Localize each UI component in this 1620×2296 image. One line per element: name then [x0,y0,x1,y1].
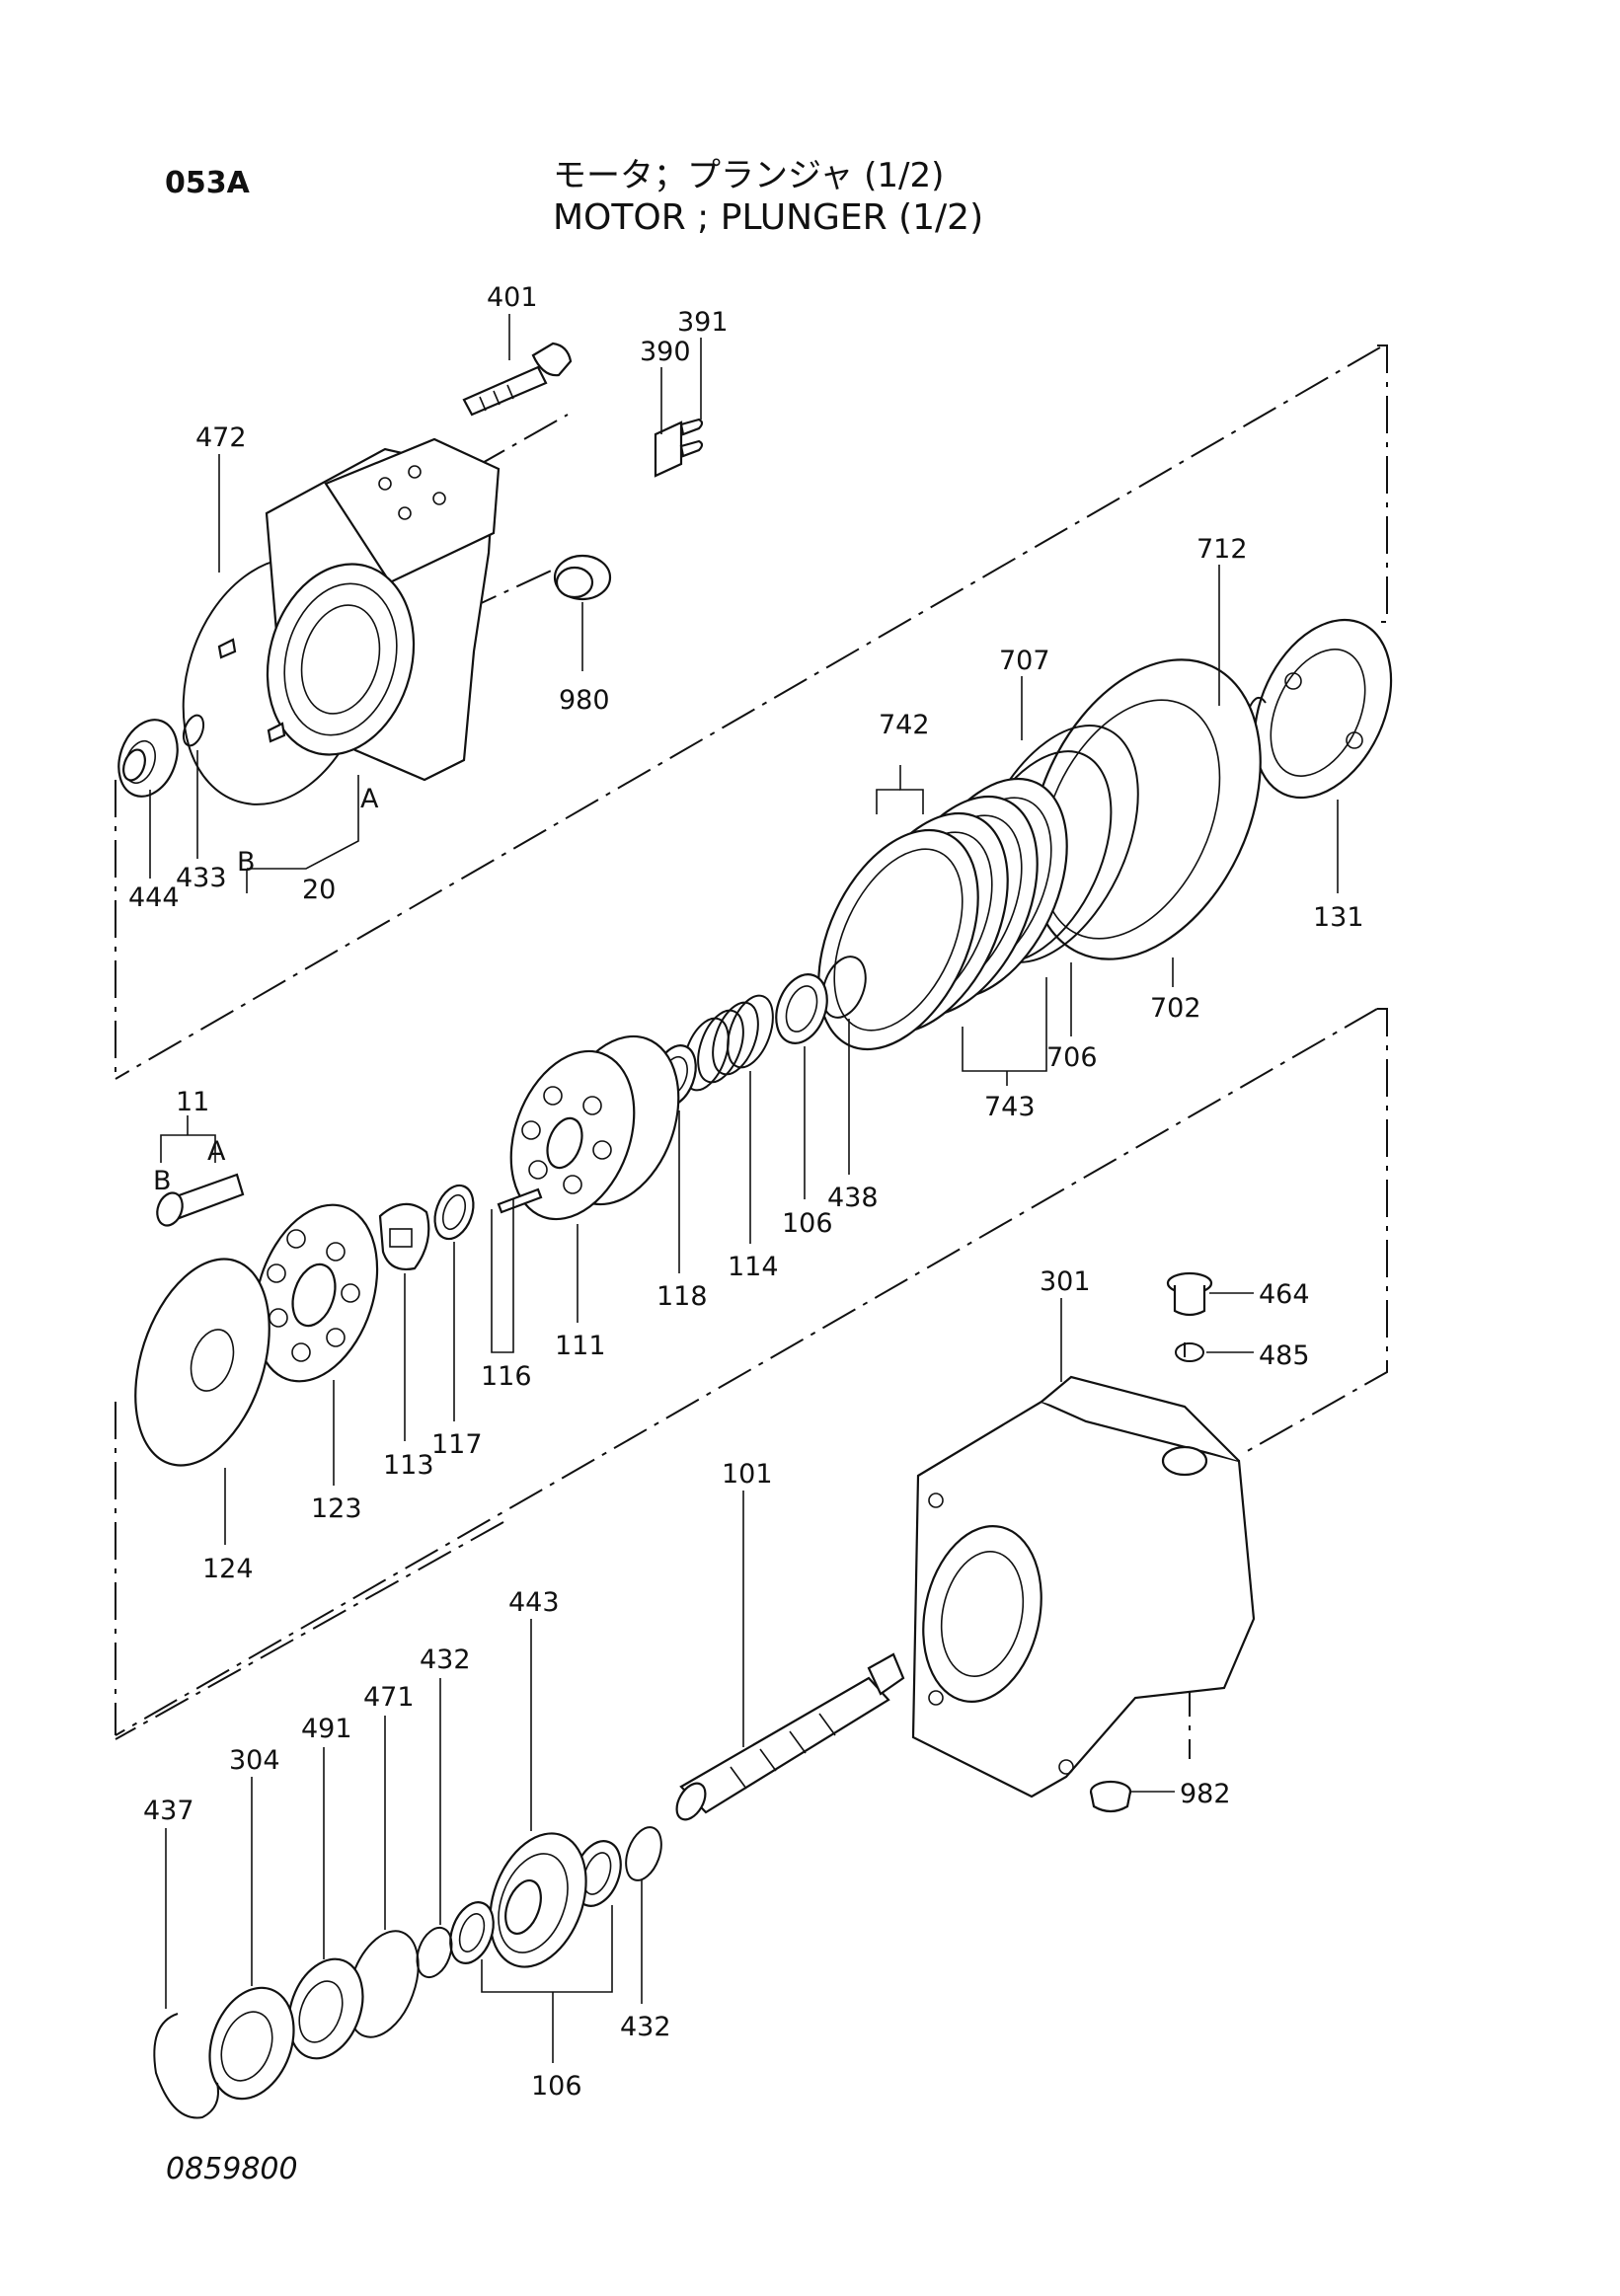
plug-464 [1166,1271,1213,1317]
label-743: 743 [984,1092,1036,1122]
piston-702 [1029,658,1262,960]
housing-301 [911,1375,1256,1799]
snap-ring-432-outer [625,1826,662,1881]
label-982: 982 [1180,1779,1231,1809]
label-b-piston: B [153,1166,172,1196]
part-labels: 401 391 390 472 712 980 707 742 A 433 B … [128,282,1364,2102]
pin-116 [497,1187,543,1214]
label-b-housing: B [237,847,256,878]
label-117: 117 [431,1429,483,1460]
plug-982 [1089,1780,1132,1813]
label-491: 491 [301,1714,352,1744]
snap-ring-438 [821,956,867,1019]
swash-plate-124 [134,1258,270,1467]
oil-seal-491 [287,1957,364,2060]
bearing-304 [208,1986,295,2101]
shaft-101 [675,1652,905,1821]
label-438: 438 [827,1183,879,1213]
label-702: 702 [1150,993,1201,1024]
label-706: 706 [1046,1042,1098,1073]
label-118: 118 [656,1281,708,1312]
bushing-113 [378,1202,430,1270]
label-472: 472 [195,422,247,453]
label-131: 131 [1313,902,1364,933]
label-20: 20 [302,875,336,905]
label-432-upper: 432 [420,1645,471,1675]
label-301: 301 [1040,1266,1091,1297]
housing-20 [217,437,501,782]
plug-980 [553,554,612,601]
bearing-443 [489,1832,587,1968]
snap-ring-437 [153,2013,219,2119]
piston-11 [156,1173,245,1227]
label-401: 401 [487,282,538,313]
snap-ring-433 [182,714,205,747]
diagram-code: 053A [165,166,250,200]
label-980: 980 [559,685,610,716]
label-106-lower: 106 [531,2071,582,2102]
label-433: 433 [176,863,227,893]
label-390: 390 [640,337,691,367]
label-742: 742 [879,710,930,740]
leader-lines [149,314,1339,2063]
label-124: 124 [202,1554,254,1584]
label-443: 443 [508,1587,560,1618]
snap-ring-432-inner [416,1926,453,1979]
label-a-piston: A [207,1136,226,1167]
retainer-plate-123 [253,1203,379,1383]
label-304: 304 [229,1745,280,1776]
label-a-housing: A [360,784,379,814]
label-113: 113 [383,1450,434,1481]
label-106-upper: 106 [782,1208,833,1239]
washer-117 [433,1184,475,1241]
label-391: 391 [677,307,729,338]
bearing-444 [117,719,179,798]
label-437: 437 [143,1796,194,1826]
label-11: 11 [176,1087,209,1117]
label-471: 471 [363,1682,415,1713]
label-485: 485 [1259,1340,1310,1371]
label-432-lower: 432 [620,2012,671,2042]
label-114: 114 [728,1252,779,1282]
title-english: MOTOR ; PLUNGER (1/2) [553,197,984,238]
spacer-106-inner [449,1901,495,1964]
label-707: 707 [999,646,1050,676]
label-101: 101 [722,1459,773,1490]
label-123: 123 [311,1493,362,1524]
assembly-boundary-lines [115,344,1388,1759]
label-111: 111 [555,1331,606,1361]
label-712: 712 [1196,534,1248,565]
title-japanese: モータ；プランジャ (1/2) [553,156,945,195]
friction-plates-742-743 [817,777,1068,1051]
label-444: 444 [128,882,180,913]
label-464: 464 [1259,1279,1310,1310]
plate-131 [1253,618,1393,800]
drawing-number: 0859800 [166,2152,298,2186]
cylinder-block-111 [509,1034,680,1221]
plate-390 [654,418,704,478]
o-ring-485 [1175,1342,1204,1362]
spacer-106 [775,973,828,1044]
label-116: 116 [481,1361,532,1392]
bolt-401 [462,342,573,417]
